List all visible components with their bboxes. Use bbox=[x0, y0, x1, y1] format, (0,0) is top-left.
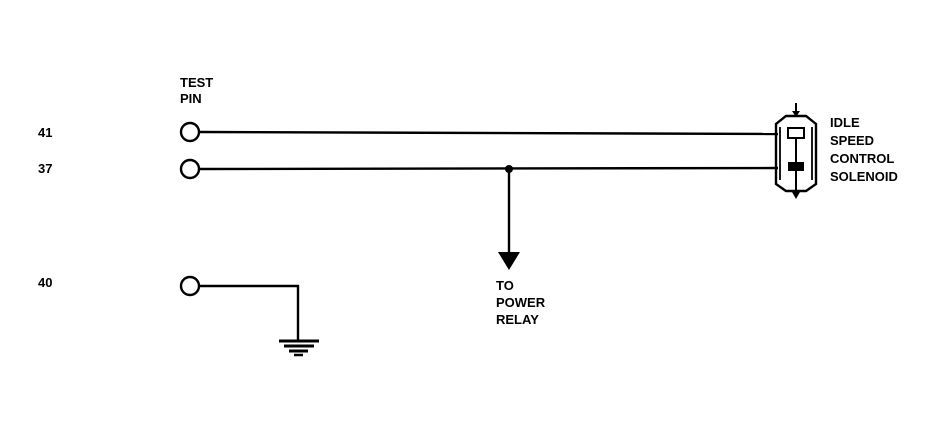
solenoid-label-line-3: CONTROL bbox=[830, 151, 894, 166]
solenoid-label-line-2: SPEED bbox=[830, 133, 874, 148]
solenoid-label-line-1: IDLE bbox=[830, 115, 860, 130]
test-pin-label-line-2: PIN bbox=[180, 91, 202, 106]
wire-pin-37 bbox=[198, 166, 779, 171]
solenoid-icon bbox=[774, 103, 818, 199]
wire-pin-40-ground bbox=[199, 284, 300, 340]
test-pin-41 bbox=[179, 121, 201, 143]
test-pin-40 bbox=[179, 275, 201, 297]
test-pin-37 bbox=[179, 158, 201, 180]
pin-number-41: 41 bbox=[38, 125, 52, 140]
power-relay-label-line-1: TO bbox=[496, 278, 514, 293]
power-relay-label-line-3: RELAY bbox=[496, 312, 539, 327]
pin-number-40: 40 bbox=[38, 275, 52, 290]
power-relay-label-line-2: POWER bbox=[496, 295, 546, 310]
solenoid-label-line-4: SOLENOID bbox=[830, 169, 898, 184]
test-pin-label-line-1: TEST bbox=[180, 75, 213, 90]
pin-number-37: 37 bbox=[38, 161, 52, 176]
arrow-down-icon bbox=[498, 252, 520, 270]
wire-pin-41 bbox=[198, 130, 779, 136]
ground-symbol-icon bbox=[279, 339, 319, 357]
